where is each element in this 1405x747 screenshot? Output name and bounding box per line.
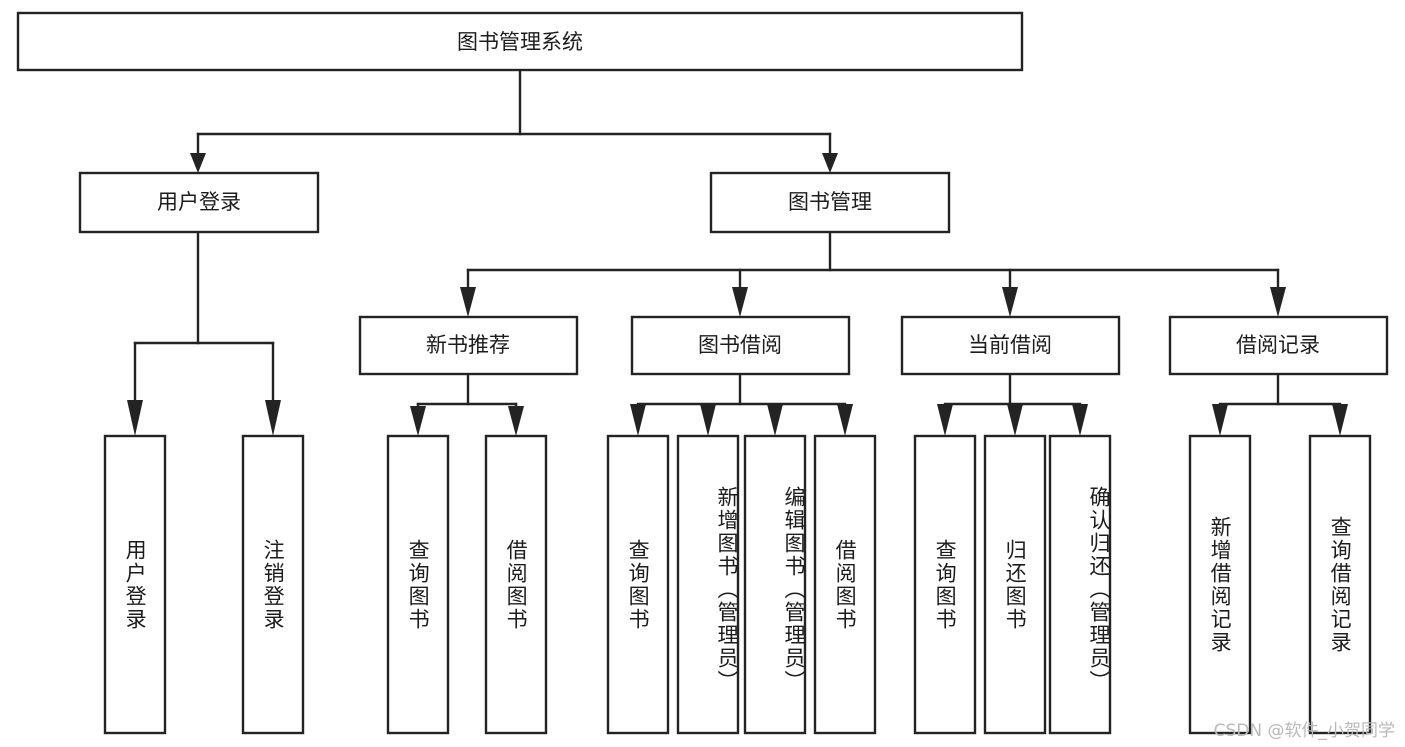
node-user-login-box[interactable]	[78, 171, 320, 234]
connector-layer	[127, 68, 1348, 436]
node-borrow-record-label: 借阅记录	[1236, 333, 1320, 357]
horizontal-label-layer: 图书管理系统 用户登录 图书管理 新书推荐 图书借阅 当前借阅 借阅记录	[157, 30, 1320, 357]
node-book-manage-box[interactable]	[709, 171, 951, 234]
arrowhead-leaf-logout	[265, 400, 281, 436]
node-user-login-label: 用户登录	[157, 190, 241, 214]
node-book-manage-label: 图书管理	[788, 190, 872, 214]
arrowhead-book-borrow	[732, 287, 748, 317]
arrowhead-bb-leaf-2	[700, 404, 716, 436]
arrowhead-nb-leaf-1	[410, 406, 426, 436]
leaf-box-book-borrow-3[interactable]	[743, 434, 807, 735]
node-layer	[16, 11, 1389, 735]
arrowhead-current-borrow	[1002, 287, 1018, 317]
arrowhead-bb-leaf-3	[767, 404, 783, 436]
arrowhead-cb-leaf-2	[1007, 404, 1023, 436]
arrowhead-leaf-user-login	[127, 400, 143, 436]
leaf-box-borrow-record-2[interactable]	[1308, 434, 1372, 735]
arrowhead-br-leaf-2	[1332, 404, 1348, 436]
node-borrow-record-box[interactable]	[1168, 315, 1389, 376]
arrowhead-bb-leaf-4	[837, 404, 853, 436]
leaf-box-user-login-1[interactable]	[103, 434, 167, 735]
node-book-borrow-label: 图书借阅	[698, 333, 782, 357]
arrowhead-borrow-record	[1270, 287, 1286, 317]
leaf-box-new-book-1[interactable]	[386, 434, 450, 735]
leaf-box-current-borrow-3[interactable]	[1048, 434, 1112, 735]
node-new-book-label: 新书推荐	[426, 333, 510, 357]
node-book-borrow-box[interactable]	[630, 315, 851, 376]
arrowhead-new-book	[460, 287, 476, 317]
leaf-box-new-book-2[interactable]	[484, 434, 548, 735]
arrowhead-book-manage	[822, 153, 838, 173]
leaf-box-current-borrow-1[interactable]	[913, 434, 977, 735]
arrowhead-br-leaf-1	[1212, 404, 1228, 436]
leaf-box-current-borrow-2[interactable]	[983, 434, 1047, 735]
arrowhead-user-login	[190, 153, 206, 173]
node-new-book-box[interactable]	[358, 315, 579, 376]
leaf-box-borrow-record-1[interactable]	[1188, 434, 1252, 735]
arrowhead-bb-leaf-1	[630, 404, 646, 436]
leaf-box-book-borrow-4[interactable]	[813, 434, 877, 735]
arrowhead-cb-leaf-3	[1072, 404, 1088, 436]
arrowhead-nb-leaf-2	[508, 406, 524, 436]
leaf-box-user-login-2[interactable]	[241, 434, 305, 735]
leaf-box-book-borrow-1[interactable]	[606, 434, 670, 735]
node-current-borrow-label: 当前借阅	[968, 333, 1052, 357]
arrowhead-cb-leaf-1	[937, 404, 953, 436]
node-root-box[interactable]	[16, 11, 1024, 72]
node-current-borrow-box[interactable]	[900, 315, 1121, 376]
leaf-box-book-borrow-2[interactable]	[676, 434, 740, 735]
node-root-label: 图书管理系统	[457, 30, 583, 54]
